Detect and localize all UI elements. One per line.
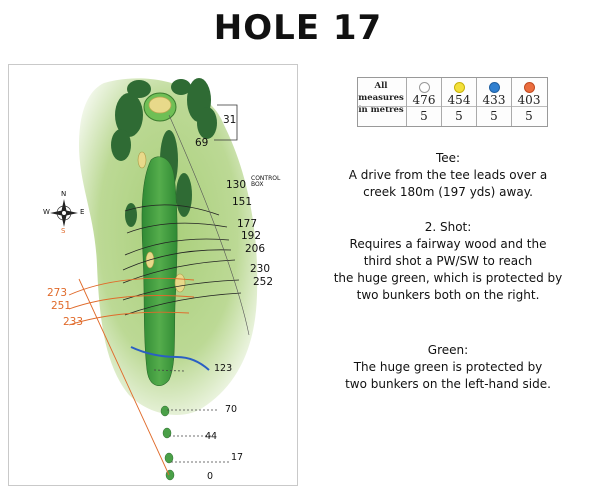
second-shot-line: Requires a fairway wood and the: [349, 237, 547, 251]
green-bunker: [148, 96, 172, 114]
compass-s-label: S: [61, 227, 66, 235]
yellow-tee-marker-icon: [454, 82, 465, 93]
length-value: 403: [517, 93, 541, 107]
blue-tee-marker-icon: [489, 82, 500, 93]
second-shot-line: third shot a PW/SW to reach: [363, 254, 533, 268]
orange-distance-lines: [68, 277, 195, 476]
hole-map-drawing: [50, 78, 258, 481]
distance-label: 151: [232, 196, 253, 208]
tee-heading: Tee:: [435, 151, 461, 165]
green-heading: Green:: [427, 343, 469, 357]
distance-label: 177: [237, 218, 258, 230]
par-value: 5: [420, 109, 428, 123]
length-value: 476: [412, 93, 436, 107]
orange-distance-label: 273: [47, 287, 68, 299]
page-title: HOLE 17: [213, 8, 383, 48]
distance-label: 17: [231, 452, 244, 463]
green-line: two bunkers on the left-hand side.: [345, 377, 551, 391]
tee-line: A drive from the tee leads over a: [348, 168, 548, 182]
tee-column-blue: 433 5: [476, 78, 511, 126]
orange-distance-label: 251: [51, 300, 72, 312]
table-divider: [358, 106, 547, 107]
tee-column-yellow: 454 5: [441, 78, 476, 126]
compass-w-label: W: [43, 208, 50, 216]
distance-label: 31: [223, 114, 237, 126]
distance-label: 123: [214, 363, 233, 374]
length-value: 454: [447, 93, 471, 107]
compass-icon: [50, 199, 78, 227]
distance-table: All measures in metres 476 5 454 5 433 5…: [357, 77, 548, 127]
distance-label: 69: [195, 137, 209, 149]
distance-31-bracket: [214, 104, 238, 141]
length-value: 433: [482, 93, 506, 107]
distance-label: 252: [253, 276, 274, 288]
green-notes: Green: The huge green is protected by tw…: [300, 342, 596, 393]
compass-n-label: N: [61, 190, 67, 198]
center-line: [168, 114, 250, 336]
par-value: 5: [525, 109, 533, 123]
distance-label: 230: [250, 263, 271, 275]
tee-line: creek 180m (197 yds) away.: [363, 185, 533, 199]
compass-e-label: E: [80, 208, 85, 216]
table-label: All measures in metres: [358, 81, 404, 115]
second-shot-line: the huge green, which is protected by: [333, 271, 563, 285]
tee-notes: Tee: A drive from the tee leads over a c…: [300, 150, 596, 201]
green-line: The huge green is protected by: [353, 360, 543, 374]
distance-label: 70: [225, 404, 238, 415]
distance-label: 206: [245, 243, 266, 255]
creek: [130, 346, 210, 371]
distance-label: 130: [226, 179, 247, 191]
second-shot-notes: 2. Shot: Requires a fairway wood and the…: [300, 219, 596, 304]
tee-column-red: 403 5: [511, 78, 546, 126]
par-value: 5: [455, 109, 463, 123]
par-value: 5: [490, 109, 498, 123]
tee-column-white: 476 5: [406, 78, 441, 126]
red-tee-marker-icon: [524, 82, 535, 93]
second-shot-heading: 2. Shot:: [424, 220, 472, 234]
distance-label: 192: [241, 230, 262, 242]
distance-label: 0: [207, 471, 214, 482]
orange-distance-label: 233: [63, 316, 84, 328]
tee-boxes: [160, 405, 175, 481]
white-tee-marker-icon: [419, 82, 430, 93]
second-shot-line: two bunkers both on the right.: [356, 288, 540, 302]
distance-label: 44: [205, 431, 218, 442]
